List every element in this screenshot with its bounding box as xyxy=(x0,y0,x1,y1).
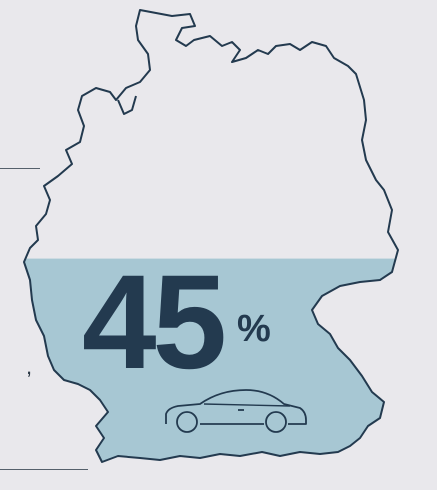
percentage-unit: % xyxy=(237,308,271,350)
percentage-value: 45 xyxy=(82,248,227,397)
divider-line-bottom xyxy=(0,469,88,470)
car-icon xyxy=(165,389,307,433)
stray-punctuation: , xyxy=(26,354,33,379)
divider-line-top xyxy=(0,168,40,169)
